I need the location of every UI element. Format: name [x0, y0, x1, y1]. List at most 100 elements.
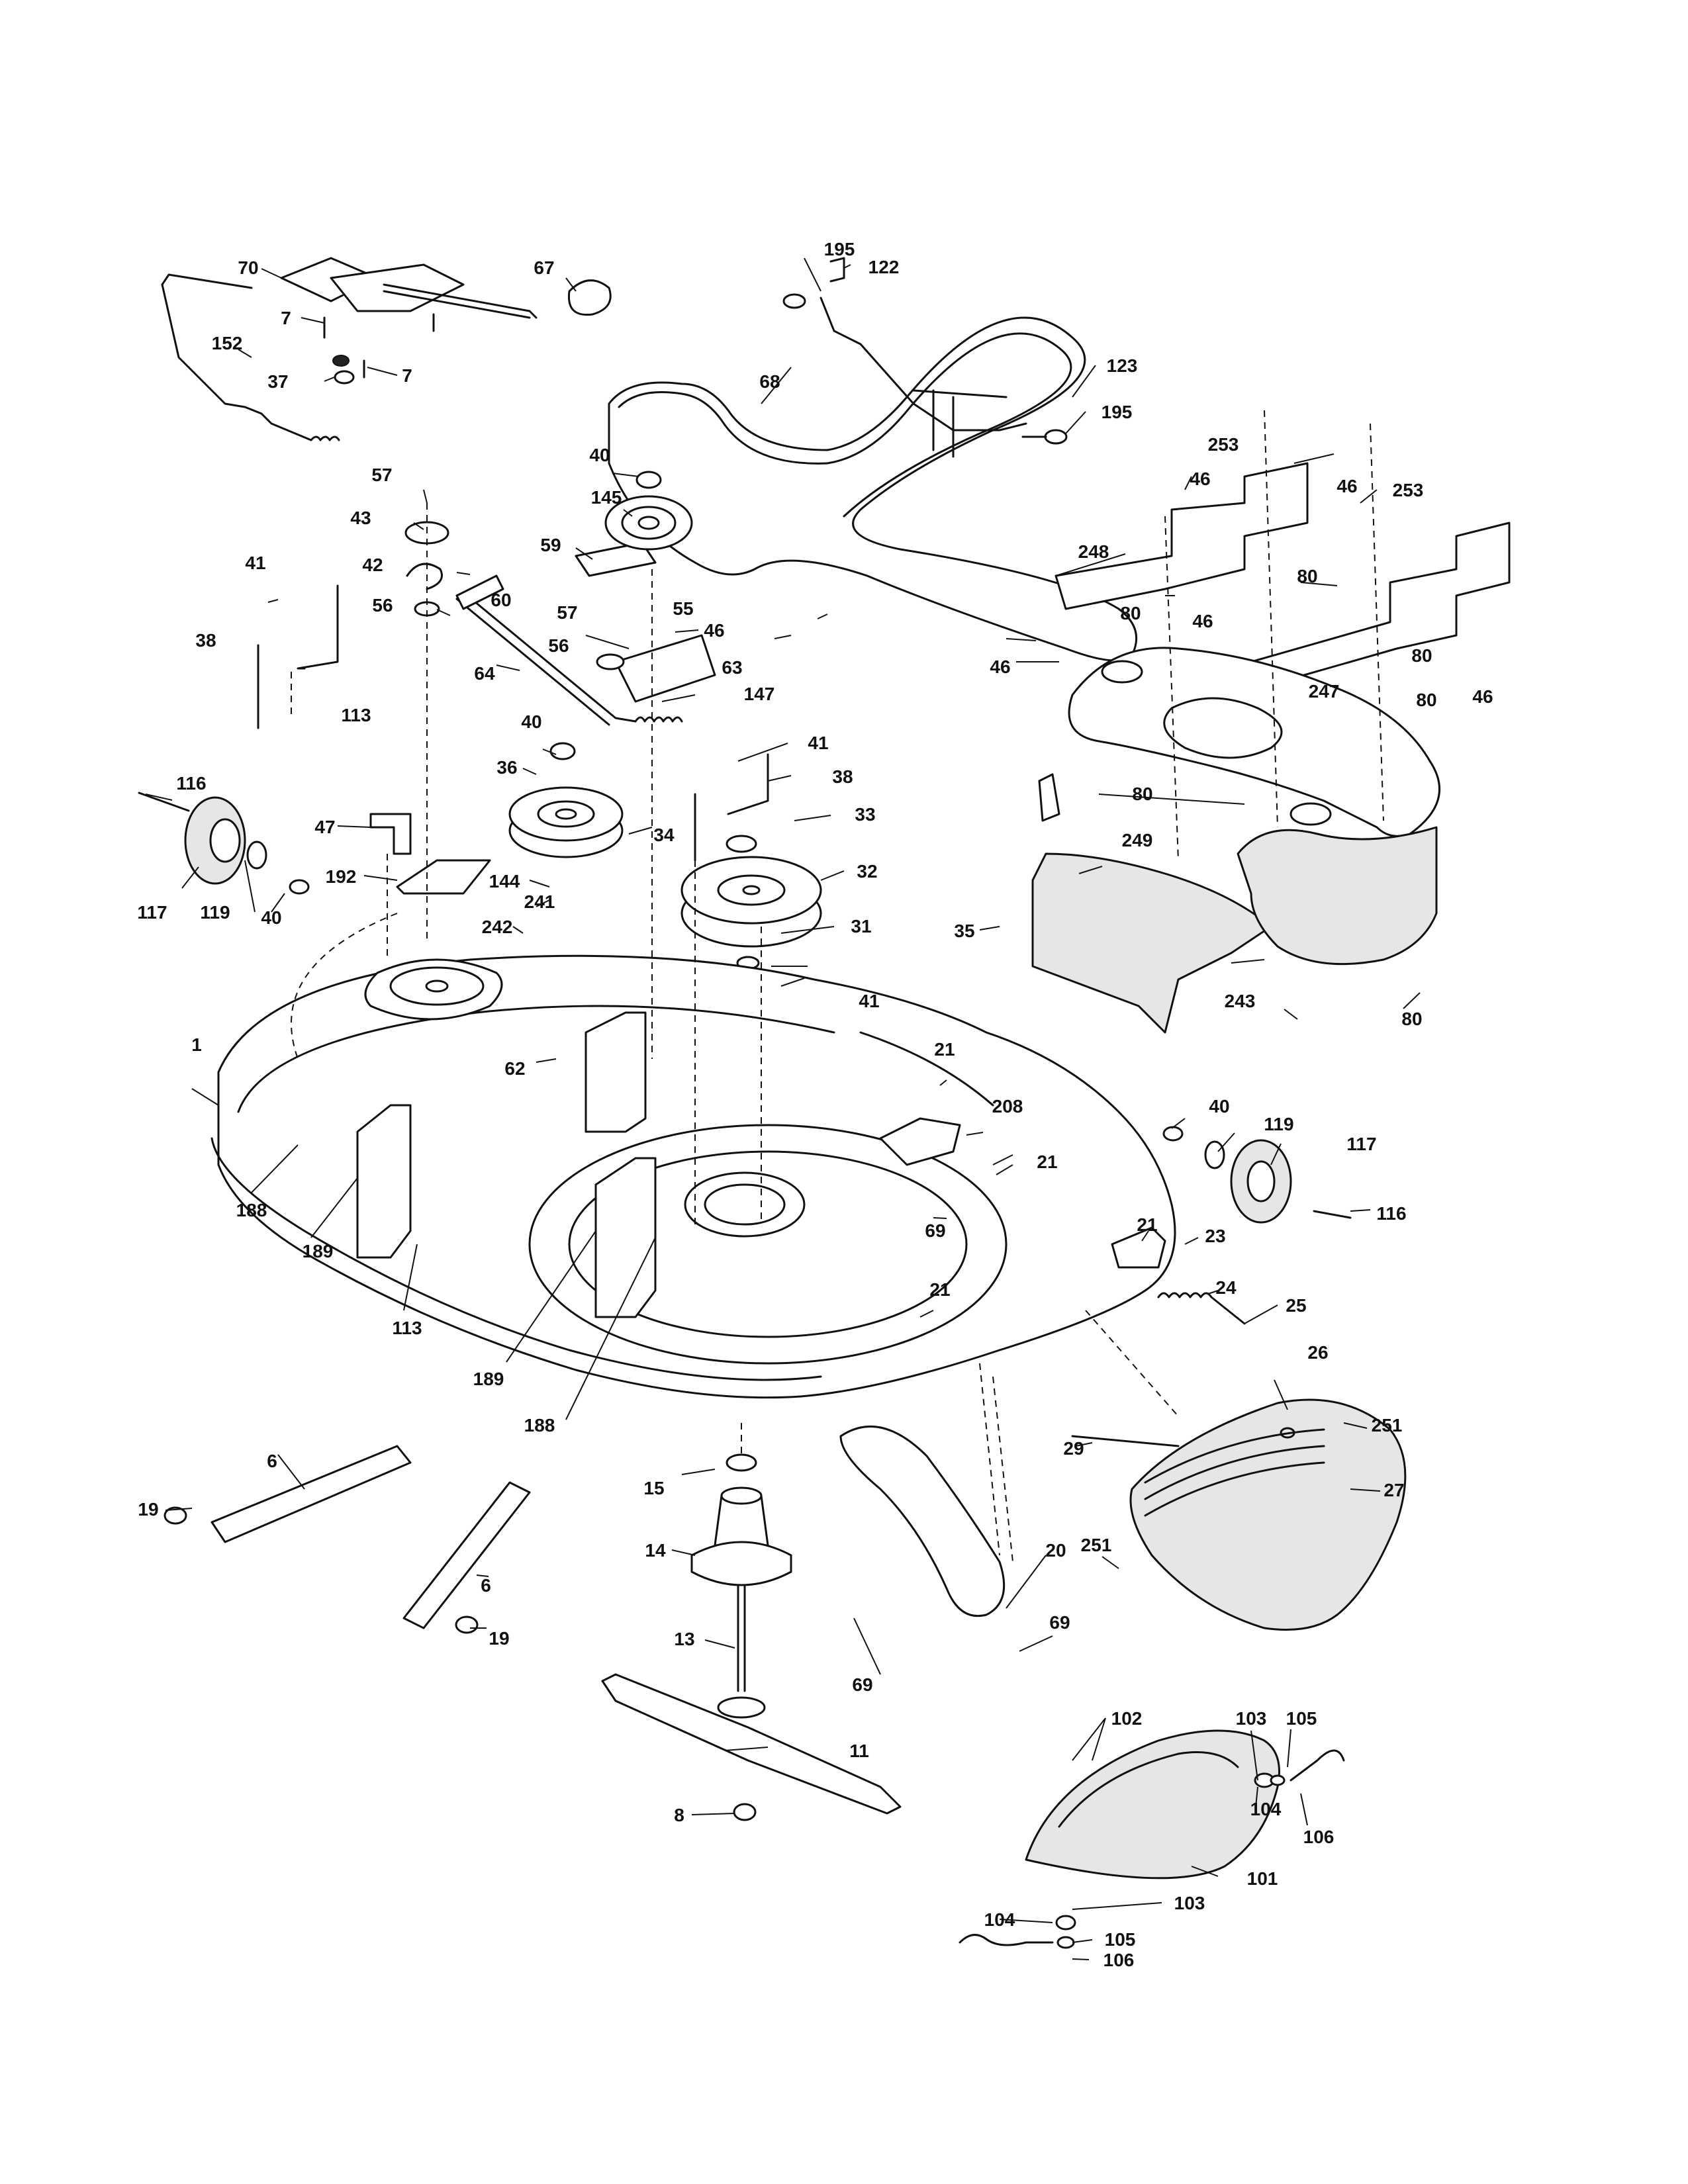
- label-119: 119: [1264, 1114, 1293, 1134]
- label-31: 31: [851, 916, 871, 936]
- label-188: 188: [524, 1415, 555, 1435]
- label-116: 116: [176, 773, 206, 794]
- label-68: 68: [759, 371, 780, 392]
- label-7: 7: [281, 308, 291, 328]
- label-80: 80: [1416, 690, 1436, 710]
- label-189: 189: [303, 1241, 334, 1261]
- label-113: 113: [392, 1318, 422, 1338]
- deck-pulleys: [508, 742, 822, 970]
- label-40: 40: [1209, 1096, 1229, 1116]
- label-80: 80: [1120, 603, 1141, 623]
- label-57: 57: [371, 465, 392, 485]
- label-24: 24: [1215, 1277, 1237, 1298]
- label-119: 119: [200, 902, 230, 923]
- label-189: 189: [473, 1369, 504, 1389]
- label-105: 105: [1286, 1708, 1317, 1729]
- label-23: 23: [1205, 1226, 1225, 1246]
- leader-lines: [145, 257, 1421, 1960]
- label-64: 64: [474, 663, 495, 684]
- mower-deck-housing: [211, 954, 1176, 1399]
- label-35: 35: [954, 921, 974, 941]
- label-8: 8: [674, 1805, 684, 1825]
- label-43: 43: [350, 508, 371, 528]
- label-7: 7: [402, 365, 412, 386]
- label-80: 80: [1401, 1009, 1422, 1029]
- label-242: 242: [482, 917, 513, 937]
- parts-artwork: [138, 257, 1511, 1960]
- label-37: 37: [267, 371, 288, 392]
- label-208: 208: [992, 1096, 1023, 1116]
- label-1: 1: [191, 1034, 202, 1055]
- label-253: 253: [1208, 434, 1239, 455]
- label-248: 248: [1078, 541, 1109, 562]
- belt-cover-lower: [1031, 826, 1438, 1034]
- label-25: 25: [1286, 1295, 1306, 1316]
- label-251: 251: [1372, 1415, 1403, 1435]
- label-145: 145: [591, 487, 622, 508]
- label-46: 46: [1190, 469, 1210, 489]
- label-116: 116: [1376, 1203, 1406, 1224]
- label-152: 152: [212, 333, 243, 353]
- idler-bracket-rod: [782, 257, 1068, 458]
- label-27: 27: [1383, 1480, 1404, 1500]
- left-deck-brackets: [257, 584, 769, 895]
- label-20: 20: [1045, 1540, 1066, 1561]
- gauge-wheel-left: [138, 792, 310, 895]
- label-15: 15: [643, 1478, 664, 1498]
- label-106: 106: [1303, 1827, 1335, 1847]
- label-19: 19: [138, 1499, 158, 1520]
- label-38: 38: [195, 630, 216, 651]
- label-63: 63: [722, 657, 742, 678]
- label-69: 69: [1049, 1612, 1070, 1633]
- belt-cover-upper: [1038, 647, 1440, 837]
- label-251: 251: [1081, 1535, 1112, 1555]
- label-21: 21: [1037, 1152, 1057, 1172]
- alignment-lines: [291, 410, 1384, 1563]
- label-117: 117: [1346, 1134, 1376, 1154]
- label-144: 144: [489, 871, 520, 891]
- label-103: 103: [1236, 1708, 1267, 1729]
- label-13: 13: [674, 1629, 694, 1649]
- label-104: 104: [984, 1909, 1015, 1930]
- label-21: 21: [934, 1039, 955, 1060]
- label-249: 249: [1122, 830, 1153, 850]
- mulch-cover: [959, 1729, 1345, 1949]
- label-69: 69: [925, 1220, 945, 1241]
- label-195: 195: [824, 239, 855, 259]
- label-46: 46: [704, 620, 724, 641]
- label-41: 41: [808, 733, 828, 753]
- label-122: 122: [868, 257, 900, 277]
- label-62: 62: [504, 1058, 525, 1079]
- label-147: 147: [744, 684, 775, 704]
- label-253: 253: [1393, 480, 1424, 500]
- label-36: 36: [496, 757, 517, 778]
- label-11: 11: [849, 1741, 869, 1761]
- label-117: 117: [137, 902, 167, 923]
- label-241: 241: [524, 891, 555, 912]
- label-26: 26: [1307, 1342, 1328, 1363]
- label-14: 14: [645, 1540, 666, 1561]
- label-102: 102: [1111, 1708, 1143, 1729]
- label-40: 40: [589, 445, 610, 465]
- spindle-blade-assembly: [601, 1453, 902, 1821]
- label-21: 21: [1137, 1214, 1157, 1235]
- label-123: 123: [1107, 355, 1138, 376]
- label-41: 41: [245, 553, 265, 573]
- hanger-brackets: [164, 1445, 531, 1634]
- label-80: 80: [1132, 784, 1152, 804]
- engagement-cable-assembly: [161, 257, 612, 441]
- label-104: 104: [1250, 1799, 1282, 1819]
- label-40: 40: [521, 711, 541, 732]
- label-105: 105: [1105, 1929, 1136, 1950]
- label-113: 113: [341, 705, 371, 725]
- label-40: 40: [261, 907, 281, 928]
- label-46: 46: [1336, 476, 1357, 496]
- label-41: 41: [859, 991, 879, 1011]
- label-56: 56: [548, 635, 569, 656]
- belt-guards: [1055, 462, 1511, 690]
- label-57: 57: [557, 602, 577, 623]
- label-46: 46: [1192, 611, 1213, 631]
- label-103: 103: [1174, 1893, 1205, 1913]
- stabilizer-arm: [839, 1426, 1006, 1617]
